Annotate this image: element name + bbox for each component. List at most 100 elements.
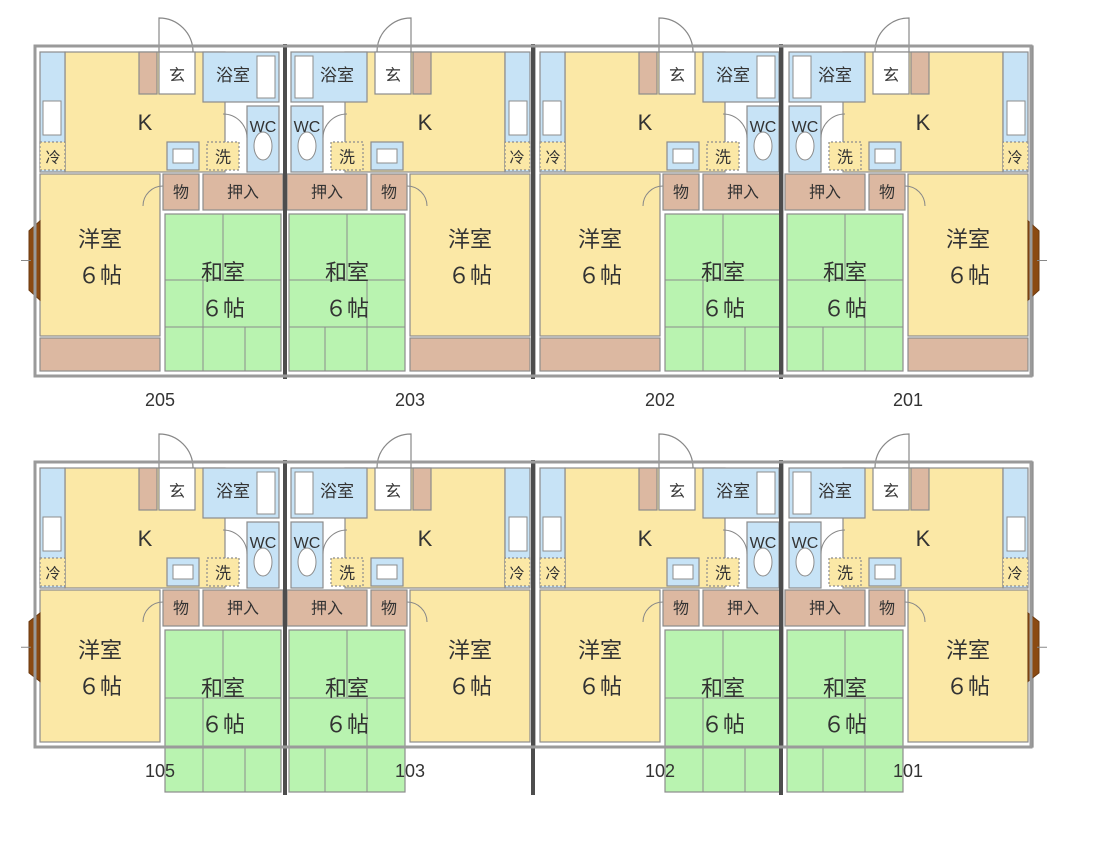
sink (1006, 100, 1026, 136)
closet-label: 押入 (809, 183, 841, 202)
storage-closet (868, 589, 906, 627)
japanese-room-size: ６帖 (823, 297, 867, 322)
toilet-label: WC (750, 535, 777, 552)
kitchen-label: K (638, 110, 653, 135)
kitchen-label: K (418, 526, 433, 551)
oshiire-closet (202, 589, 284, 627)
toilet-bowl (253, 131, 273, 161)
storage-closet (370, 173, 408, 211)
basin-bowl (376, 148, 398, 164)
outer-wall (33, 460, 1033, 749)
japanese-room-label: 和室 (823, 677, 867, 702)
storage-closet (162, 173, 200, 211)
entrance-area (658, 467, 696, 511)
toilet-room (788, 105, 822, 173)
storage-closet (662, 589, 700, 627)
japanese-room-size: ６帖 (201, 713, 245, 738)
storage-door (642, 185, 664, 207)
unit-number: 201 (893, 390, 923, 410)
unit-labels: K玄浴室WC洗冷物押入洋室６帖和室６帖102 (545, 482, 776, 781)
shoe-closet (138, 467, 158, 511)
kitchen-label: K (916, 526, 931, 551)
party-wall (531, 460, 535, 795)
toilet-door (222, 529, 248, 555)
unit-labels: K玄浴室WC洗冷物押入洋室６帖和室６帖201 (792, 66, 1023, 410)
closet-label: 押入 (311, 183, 343, 202)
unit-labels: K玄浴室WC洗冷物押入洋室６帖和室６帖101 (792, 482, 1023, 781)
unit-number: 202 (645, 390, 675, 410)
basin-bowl (376, 564, 398, 580)
entrance-label: 玄 (385, 66, 401, 85)
bathtub (256, 471, 276, 515)
unit-205 (21, 17, 286, 377)
unit-102 (534, 433, 786, 793)
toilet-bowl (253, 547, 273, 577)
storage-closet (662, 173, 700, 211)
kitchen-label: K (916, 110, 931, 135)
bath-label: 浴室 (320, 482, 354, 502)
bathtub (294, 471, 314, 515)
toilet-label: WC (750, 119, 777, 136)
bath-label: 浴室 (818, 482, 852, 502)
closet-label: 押入 (727, 599, 759, 618)
toilet-bowl (753, 131, 773, 161)
unit-labels: K玄浴室WC洗冷物押入洋室６帖和室６帖202 (545, 66, 776, 410)
japanese-room-label: 和室 (701, 677, 745, 702)
toilet-door (322, 529, 348, 555)
kitchen-label: K (138, 526, 153, 551)
storage-closet (370, 589, 408, 627)
toilet-label: WC (792, 535, 819, 552)
entrance-label: 玄 (669, 482, 685, 501)
bath-label: 浴室 (320, 66, 354, 86)
fridge-label: 冷 (509, 149, 524, 167)
washer-label: 洗 (837, 148, 853, 167)
toilet-door (820, 529, 846, 555)
unit-labels: K玄浴室WC洗冷物押入洋室６帖和室６帖105 (45, 482, 276, 781)
party-wall (779, 460, 783, 795)
japanese-room-size: ６帖 (201, 297, 245, 322)
unit-number: 102 (645, 761, 675, 781)
western-room-size: ６帖 (946, 675, 990, 700)
bath-label: 浴室 (216, 66, 250, 86)
washer-space (828, 557, 862, 587)
balcony-closet (409, 337, 531, 372)
storage-label: 物 (173, 183, 189, 202)
western-room (409, 589, 531, 743)
unit-101 (782, 433, 1047, 793)
unit-203 (284, 17, 536, 377)
party-wall (531, 44, 535, 379)
bath-label: 浴室 (216, 482, 250, 502)
unit-201 (782, 17, 1047, 377)
washer-label: 洗 (215, 564, 231, 583)
entrance-label: 玄 (883, 482, 899, 501)
closet-label: 押入 (809, 599, 841, 618)
sink (542, 516, 562, 552)
basin-bowl (874, 148, 896, 164)
western-room-label: 洋室 (946, 639, 990, 664)
storage-label: 物 (879, 599, 895, 618)
japanese-room-size: ６帖 (325, 713, 369, 738)
kitchen-label: K (418, 110, 433, 135)
storage-closet (162, 589, 200, 627)
unit-202 (534, 17, 786, 377)
storage-door (904, 601, 926, 623)
entrance-label: 玄 (385, 482, 401, 501)
western-room-label: 洋室 (448, 228, 492, 253)
entrance-label: 玄 (883, 66, 899, 85)
shoe-closet (412, 51, 432, 95)
fridge-space (539, 141, 566, 171)
storage-door (406, 185, 428, 207)
outer-wall (33, 44, 1033, 378)
bathtub (792, 471, 812, 515)
toilet-room (290, 105, 324, 173)
unit-number: 203 (395, 390, 425, 410)
toilet-door (222, 113, 248, 139)
toilet-bowl (795, 547, 815, 577)
bathtub (756, 55, 776, 99)
party-wall (779, 44, 783, 379)
shoe-closet (138, 51, 158, 95)
japanese-room-label: 和室 (325, 261, 369, 286)
storage-door (142, 601, 164, 623)
storage-label: 物 (381, 599, 397, 618)
